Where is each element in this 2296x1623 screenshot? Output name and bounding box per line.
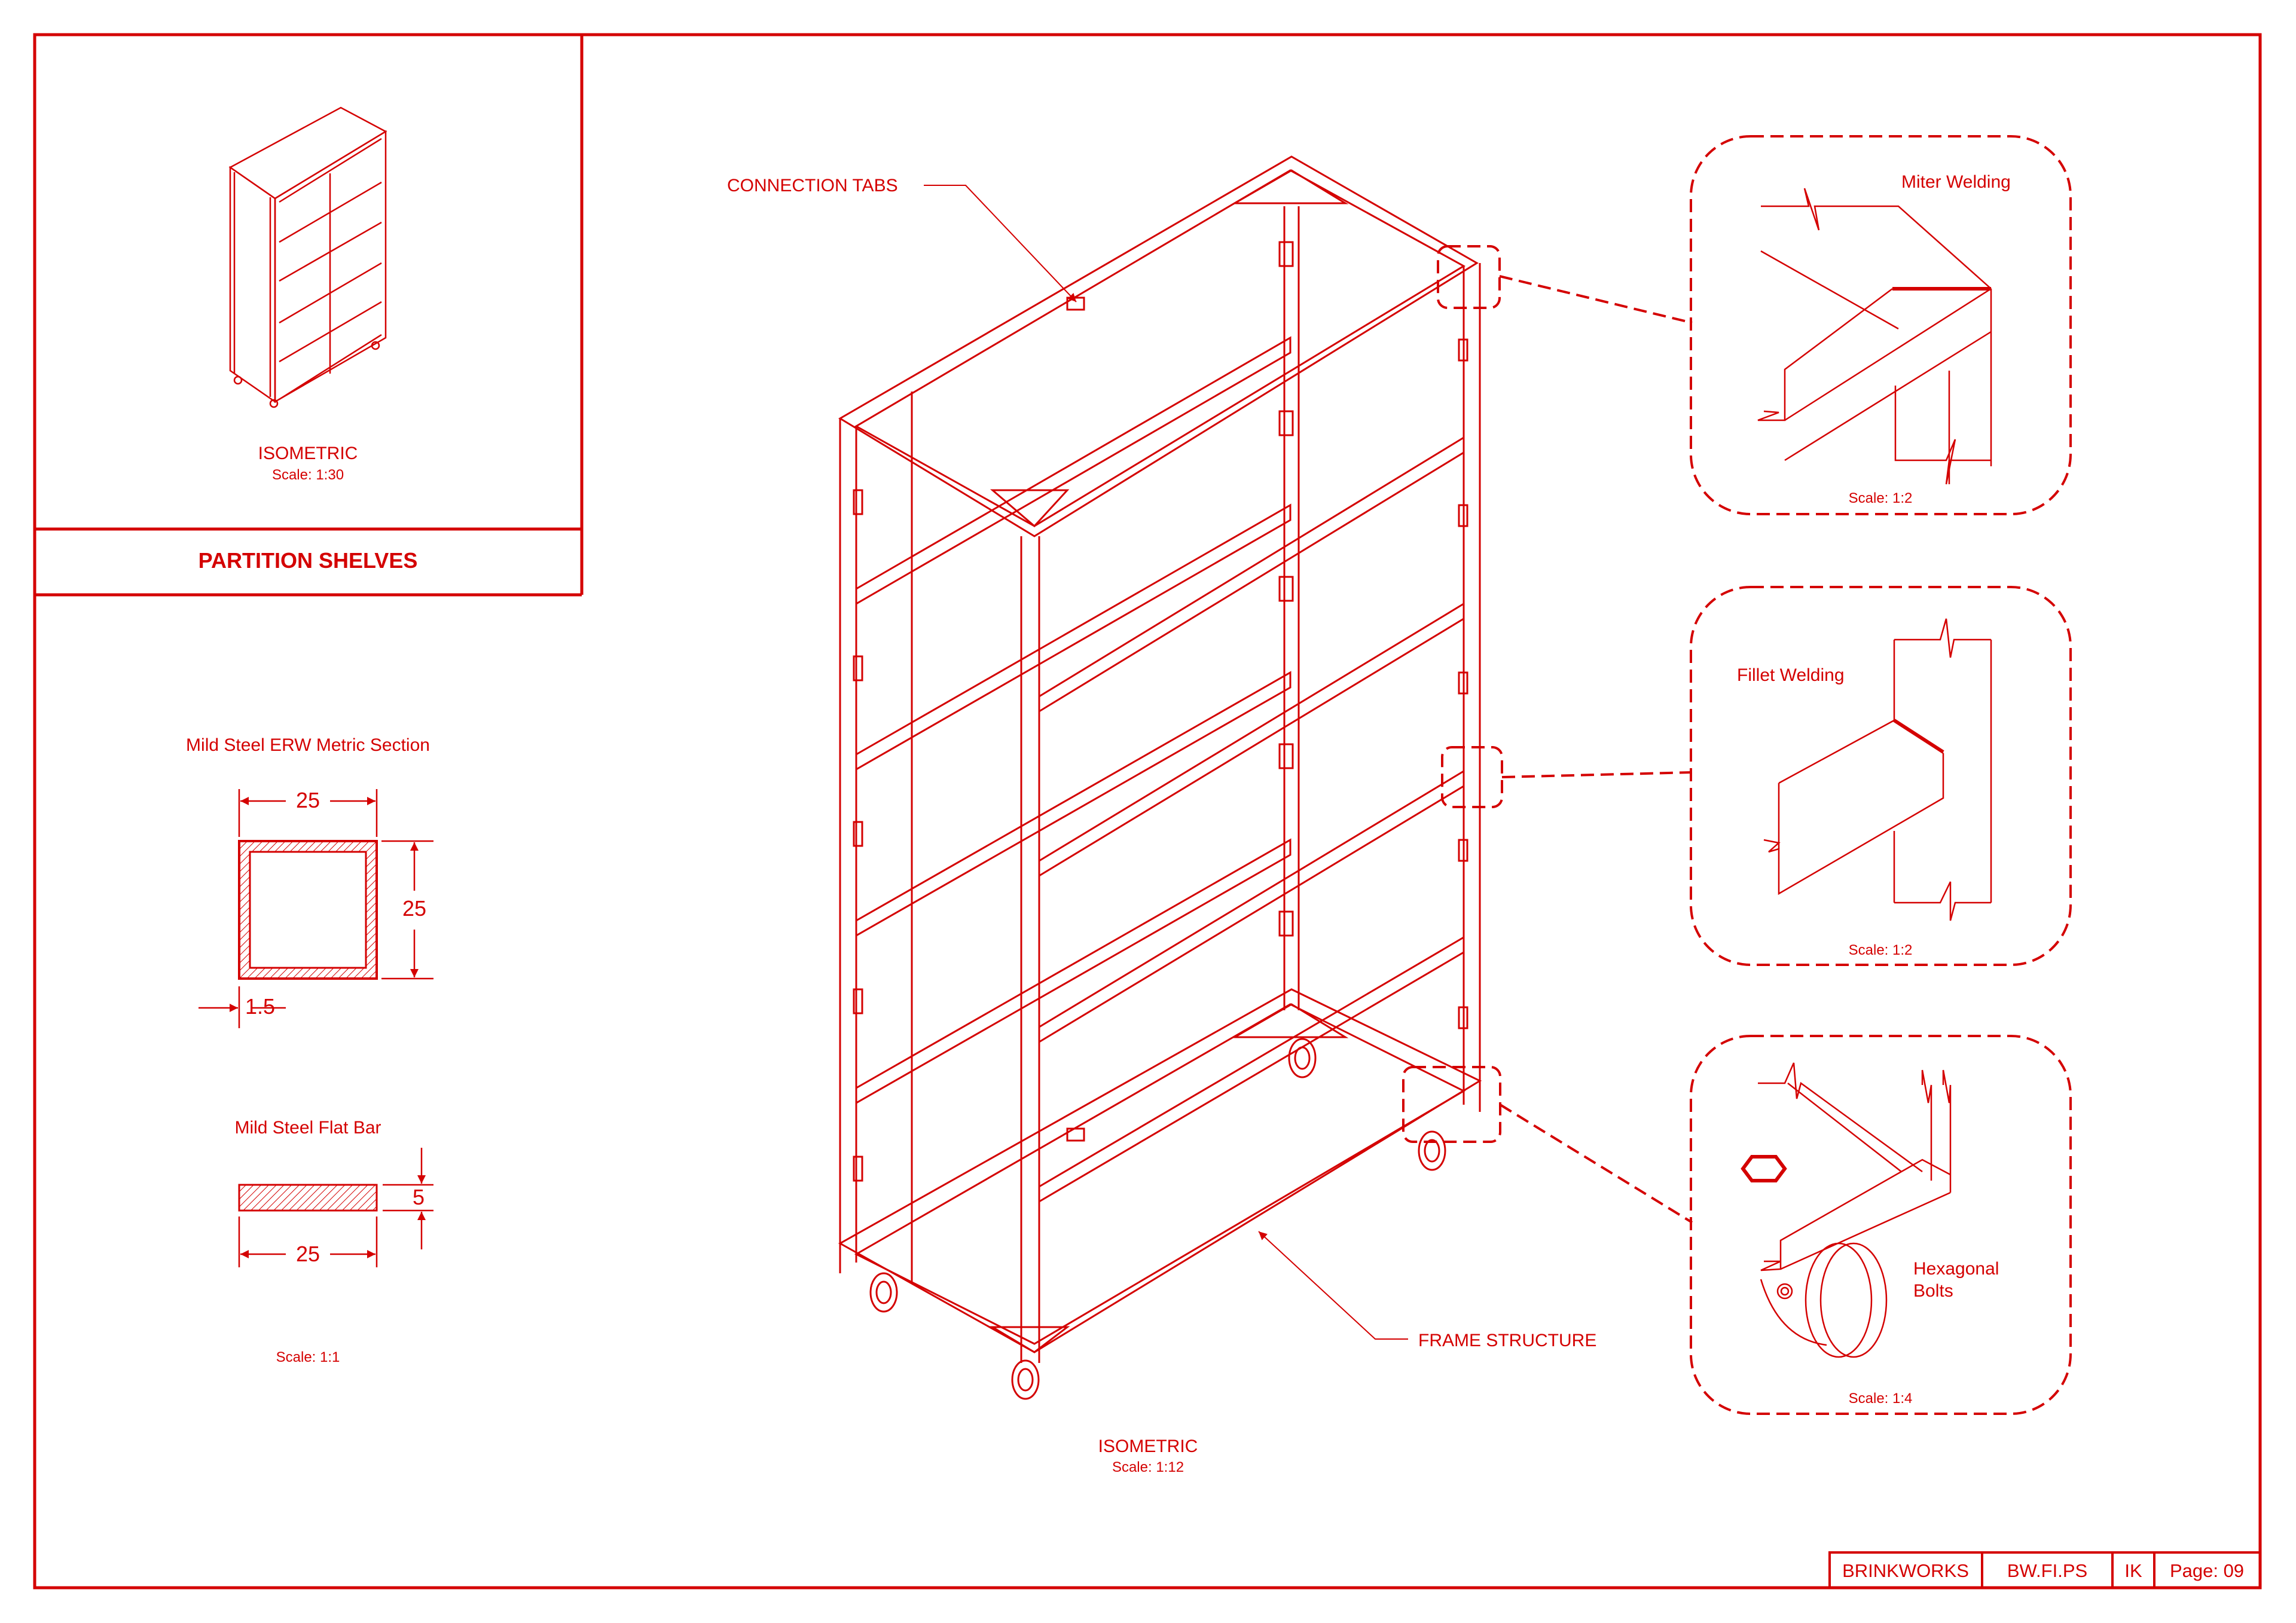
- title-block-page: Page: 09: [2169, 1560, 2245, 1581]
- erw-height-dim: 25: [402, 896, 427, 921]
- detail-fillet-scale: Scale: 1:2: [1848, 942, 1913, 958]
- title-block-initials: IK: [2124, 1560, 2142, 1581]
- fillet-detail-drawing: [1763, 618, 1992, 921]
- hexagonal-bolt-icon: [1741, 1155, 1787, 1182]
- flat-bar-width-dim: 25: [295, 1242, 320, 1266]
- flat-bar-title: Mild Steel Flat Bar: [234, 1118, 381, 1138]
- title-block-code: BW.FI.PS: [2007, 1560, 2088, 1581]
- inset-cabinet-drawing: [228, 106, 387, 408]
- main-view-label: ISOMETRIC: [1098, 1436, 1198, 1456]
- detail-miter-scale: Scale: 1:2: [1848, 490, 1913, 506]
- callout-frame-structure: FRAME STRUCTURE: [1418, 1331, 1597, 1350]
- callout-connection-tabs: CONNECTION TABS: [727, 176, 898, 195]
- sections-scale: Scale: 1:1: [276, 1349, 340, 1365]
- inset-scale: Scale: 1:30: [271, 467, 344, 483]
- callout-leaders: [924, 185, 1408, 1340]
- erw-thickness-dim: 1.5: [245, 994, 276, 1019]
- sheet-border: [33, 33, 2262, 1590]
- detail-miter-label: Miter Welding: [1901, 172, 2011, 192]
- sheet-title: PARTITION SHELVES: [198, 548, 418, 573]
- bolt-detail-drawing: [1758, 1062, 1952, 1358]
- title-block: [1828, 1551, 2261, 1589]
- inset-view-label: ISOMETRIC: [258, 444, 358, 463]
- detail-connectors: [1402, 135, 2072, 1415]
- flat-bar-dimensions: [238, 1148, 433, 1267]
- erw-width-dim: 25: [295, 788, 320, 812]
- title-block-company: BRINKWORKS: [1842, 1560, 1969, 1581]
- erw-section-title: Mild Steel ERW Metric Section: [186, 735, 430, 755]
- detail-bolts-label-line1: Hexagonal: [1913, 1259, 1999, 1279]
- erw-section-drawing: [238, 840, 378, 980]
- main-frame-drawing: [838, 155, 1482, 1400]
- erw-dimensions: [199, 789, 433, 1028]
- flat-bar-thickness-dim: 5: [413, 1185, 425, 1209]
- flat-bar-drawing: [238, 1184, 378, 1212]
- detail-bolts-label-line2: Bolts: [1913, 1281, 1953, 1301]
- miter-detail-drawing: [1757, 188, 1992, 485]
- main-scale: Scale: 1:12: [1112, 1459, 1184, 1475]
- detail-bolts-scale: Scale: 1:4: [1848, 1390, 1913, 1407]
- detail-fillet-label: Fillet Welding: [1737, 665, 1845, 685]
